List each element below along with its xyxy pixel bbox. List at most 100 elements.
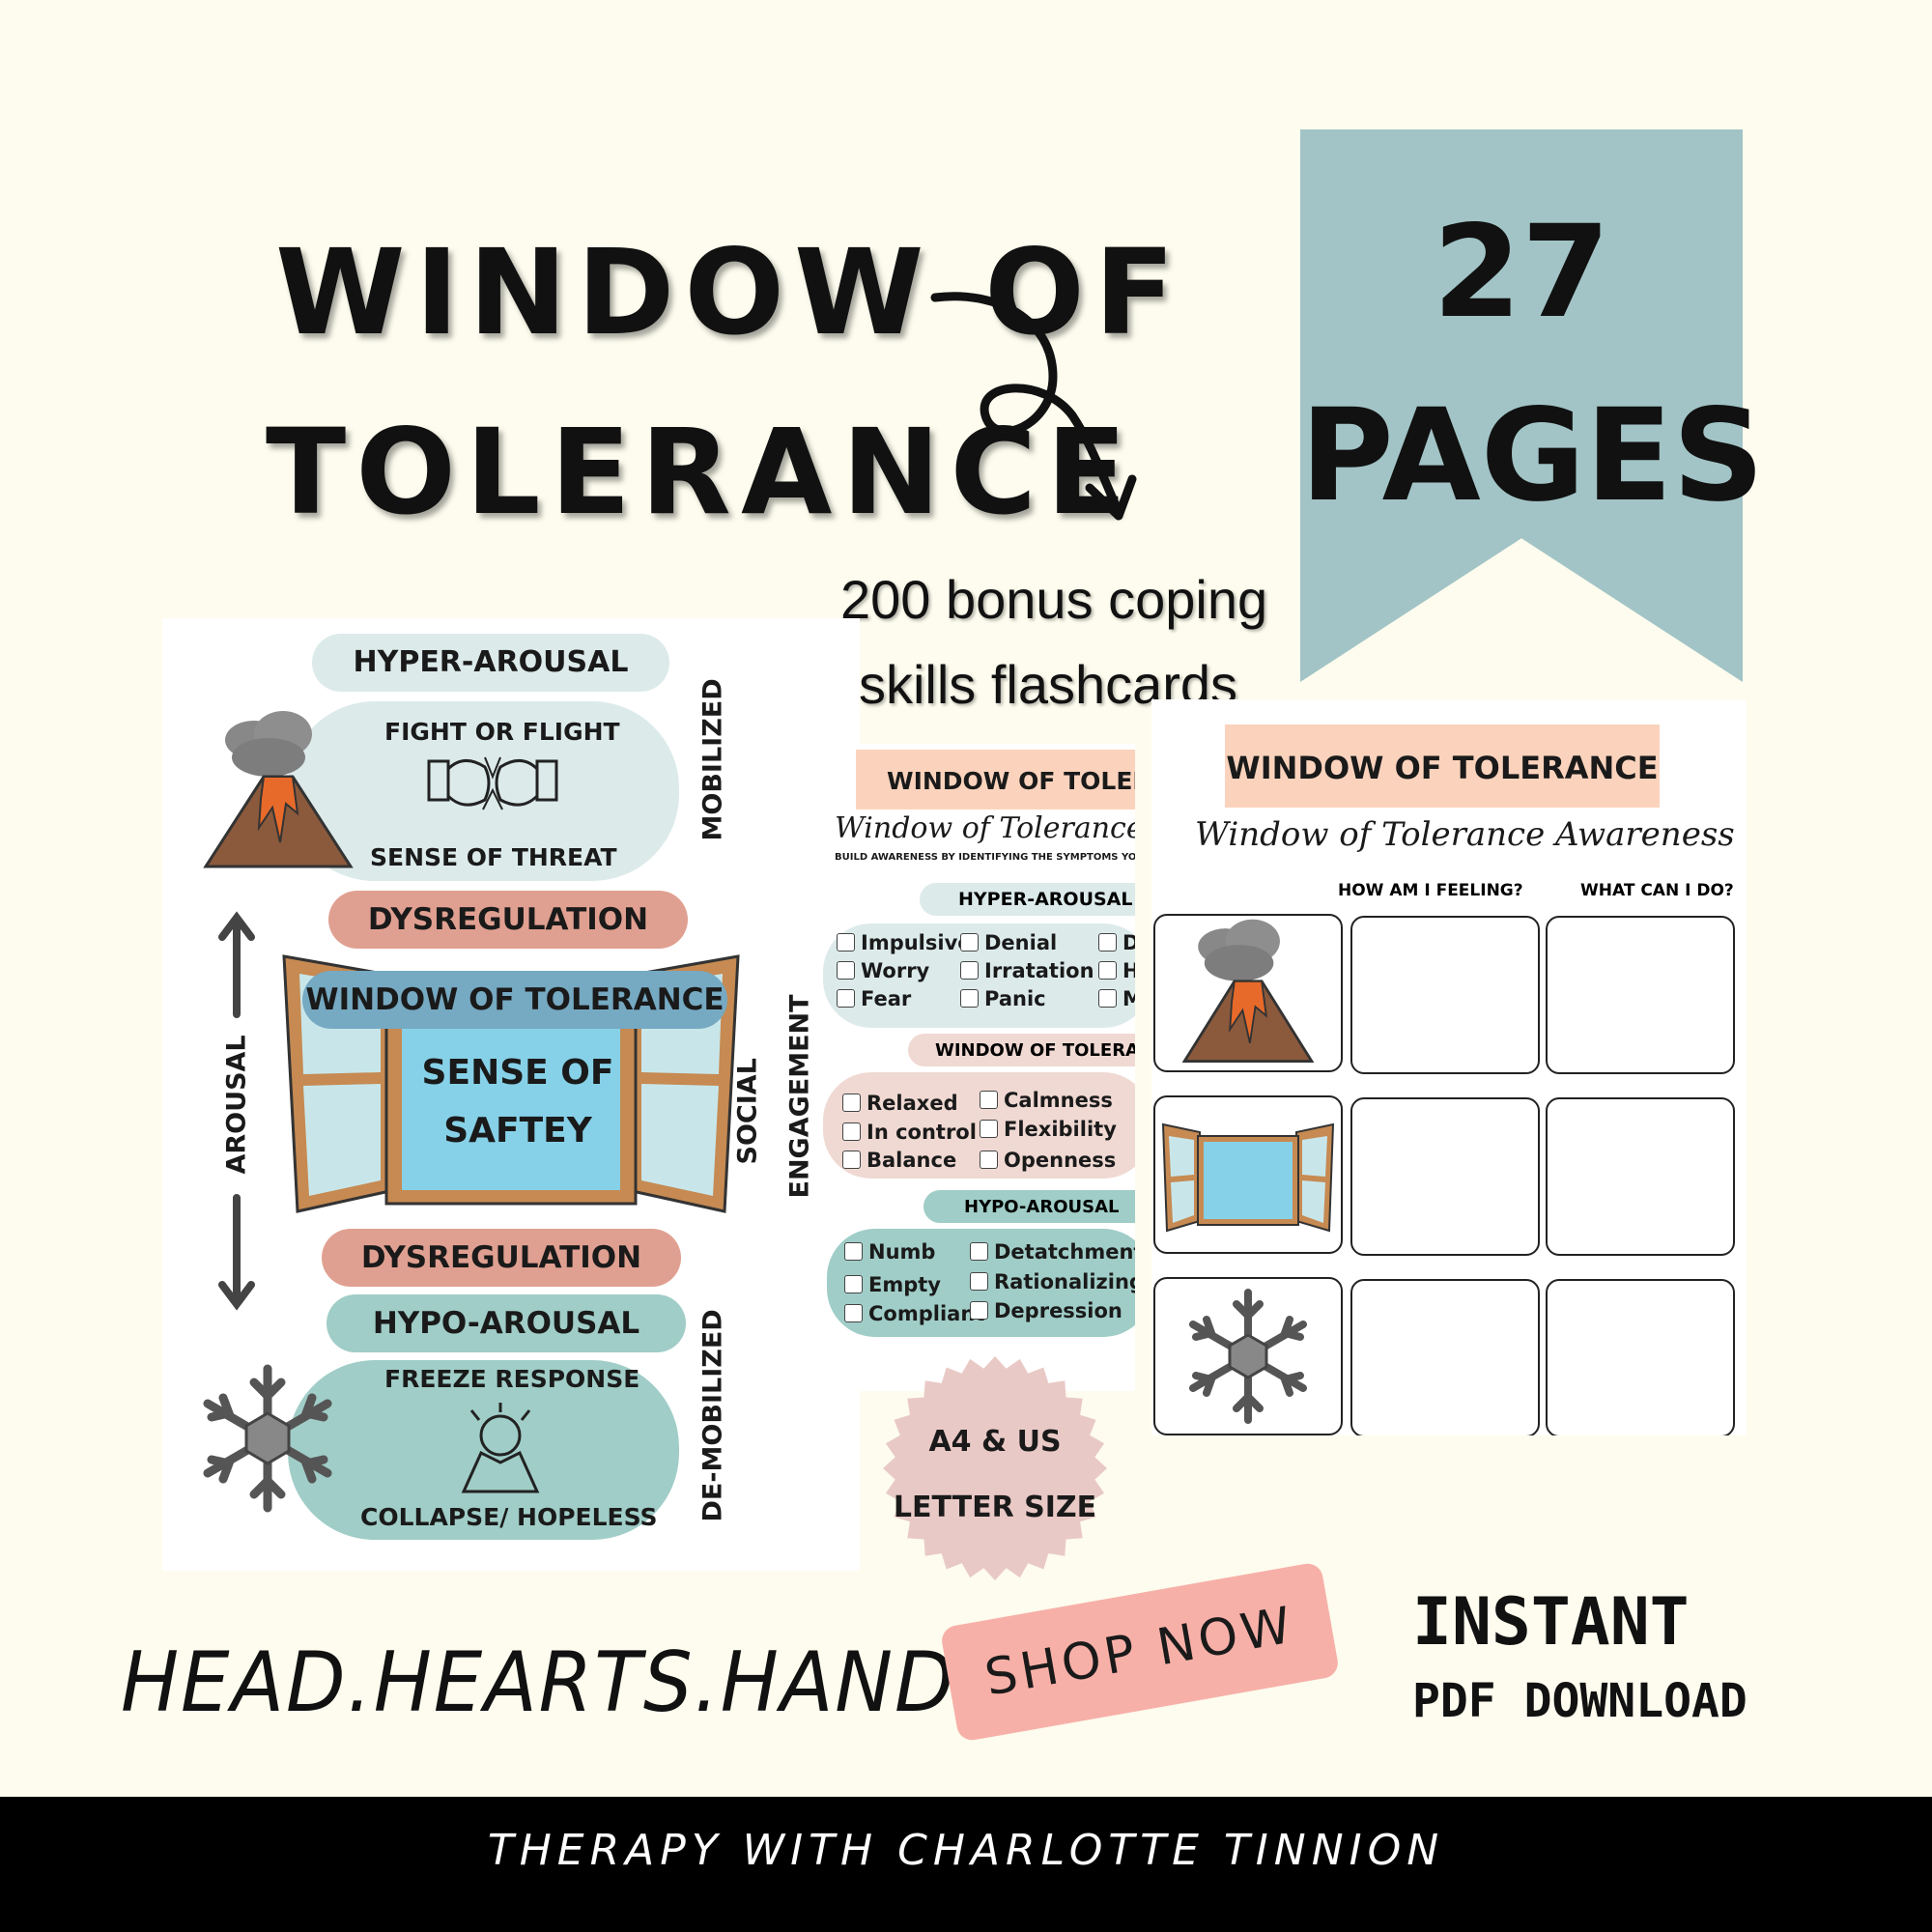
checkbox[interactable] [837, 933, 855, 952]
pages-count: 27 [1433, 198, 1610, 347]
icon-cell-snowflake [1153, 1277, 1343, 1435]
checkbox[interactable] [837, 989, 855, 1008]
title-line-2: TOLERANCE [266, 404, 1137, 541]
badge-line-2: LETTER SIZE [893, 1491, 1097, 1524]
checkbox[interactable] [960, 933, 979, 952]
fight-or-flight-text: FIGHT OR FLIGHT [384, 718, 620, 746]
checkbox[interactable] [844, 1304, 863, 1322]
hypo-arousal-label: HYPO-AROUSAL [327, 1294, 686, 1352]
checklist-hyper-label: HYPER-AROUSAL [958, 889, 1133, 910]
open-window-icon [1161, 1122, 1335, 1233]
checkbox[interactable] [970, 1272, 988, 1291]
volcano-icon [1181, 919, 1315, 1063]
hypo-item-3: Compliant [844, 1302, 984, 1325]
arousal-label: AROUSAL [221, 1035, 252, 1175]
freeze-panel [288, 1360, 679, 1540]
checklist-instructions: BUILD AWARENESS BY IDENTIFYING THE SYMPT… [835, 852, 1135, 863]
window-item-3: Balance [842, 1149, 956, 1172]
dysregulation-bottom-label: DYSREGULATION [322, 1229, 681, 1287]
instant-label: INSTANT [1412, 1584, 1690, 1661]
icon-cell-window [1153, 1095, 1343, 1254]
hyper-item-7: D [1098, 931, 1135, 954]
demobilized-label: DE-MOBILIZED [697, 1309, 728, 1522]
checkbox[interactable] [970, 1242, 988, 1261]
hyper-arousal-label: HYPER-AROUSAL [312, 634, 669, 692]
window-item-2: In control [842, 1121, 977, 1144]
hypo-item-4: Detatchment [970, 1240, 1135, 1264]
sense-of-threat-text: SENSE OF THREAT [370, 843, 617, 871]
dysregulation-top-label: DYSREGULATION [328, 891, 688, 949]
diagram-page: HYPER-AROUSAL FIGHT OR FLIGHT SENSE OF T… [162, 618, 860, 1571]
checklist-header-bar [856, 750, 1135, 810]
arousal-double-arrow-icon [218, 911, 255, 1311]
fists-icon [427, 756, 558, 810]
checkbox[interactable] [837, 961, 855, 980]
curly-arrow-icon [930, 292, 1137, 521]
hyper-item-9: M [1098, 987, 1135, 1010]
hyper-item-5: Irratation [960, 959, 1094, 982]
action-input-hypo[interactable] [1546, 1279, 1735, 1435]
hypo-item-2: Empty [844, 1273, 941, 1296]
window-item-1: Relaxed [842, 1092, 958, 1115]
hyper-panel [823, 923, 1135, 1028]
worksheet-subtitle: Window of Tolerance Awareness worksheets [1195, 815, 1747, 854]
checkbox[interactable] [842, 1122, 861, 1141]
checkbox[interactable] [844, 1242, 863, 1261]
hyper-pill [920, 883, 1135, 916]
collapse-person-icon [461, 1403, 540, 1493]
checkbox[interactable] [842, 1151, 861, 1169]
checkbox[interactable] [980, 1120, 998, 1138]
hypo-item-5: Rationalizing [970, 1270, 1135, 1293]
safety-line-1: SENSE OF [421, 1053, 614, 1093]
feeling-input-hyper[interactable] [1350, 916, 1540, 1074]
fight-flight-panel [288, 701, 679, 881]
checkbox[interactable] [842, 1094, 861, 1112]
checkbox[interactable] [960, 961, 979, 980]
pdf-download-label: PDF DOWNLOAD [1412, 1674, 1747, 1728]
collapse-text: COLLAPSE/ HOPELESS [360, 1503, 658, 1531]
hypo-pill [923, 1190, 1135, 1223]
checkbox[interactable] [970, 1301, 988, 1320]
action-input-window[interactable] [1546, 1097, 1735, 1256]
hypo-item-6: Depression [970, 1299, 1122, 1322]
snowflake-icon [203, 1364, 332, 1513]
feeling-input-hypo[interactable] [1350, 1279, 1540, 1435]
checkbox[interactable] [1098, 989, 1117, 1008]
bonus-line-1: 200 bonus coping [840, 569, 1268, 630]
window-panel [823, 1072, 1135, 1179]
safety-line-2: SAFTEY [443, 1111, 592, 1151]
worksheet-page: WINDOW OF TOLERANCE Window of Tolerance … [1151, 699, 1747, 1435]
hyper-item-1: Impulsive [837, 931, 972, 954]
checkbox[interactable] [844, 1275, 863, 1293]
worksheet-header-bar [1225, 724, 1660, 808]
feeling-column-header: HOW AM I FEELING? [1338, 881, 1523, 900]
worksheet-header: WINDOW OF TOLERANCE [1226, 750, 1659, 786]
window-pill [908, 1034, 1135, 1066]
volcano-icon [203, 711, 354, 868]
hyper-item-8: H [1098, 959, 1135, 982]
checkbox[interactable] [1098, 933, 1117, 952]
hyper-item-4: Denial [960, 931, 1057, 954]
checkbox[interactable] [980, 1151, 998, 1169]
title-line-1: WINDOW OF [275, 224, 1185, 361]
window-item-4: Calmness [980, 1089, 1113, 1112]
hyper-item-2: Worry [837, 959, 929, 982]
shop-now-label: SHOP NOW [980, 1596, 1299, 1708]
checkbox[interactable] [960, 989, 979, 1008]
checkbox[interactable] [1098, 961, 1117, 980]
do-column-header: WHAT CAN I DO? [1580, 881, 1734, 900]
hypo-item-1: Numb [844, 1240, 935, 1264]
action-input-hyper[interactable] [1546, 916, 1735, 1074]
size-badge [883, 1356, 1107, 1580]
footer-bar [0, 1797, 1932, 1932]
shop-now-button[interactable]: SHOP NOW [939, 1561, 1341, 1743]
open-window-icon [282, 954, 740, 1213]
checkbox[interactable] [980, 1091, 998, 1109]
feeling-input-window[interactable] [1350, 1097, 1540, 1256]
checklist-hypo-label: HYPO-AROUSAL [964, 1197, 1120, 1217]
checklist-window-label: WINDOW OF TOLERANCE [935, 1040, 1135, 1061]
icon-cell-volcano [1153, 914, 1343, 1072]
hyper-item-3: Fear [837, 987, 911, 1010]
window-item-5: Flexibility [980, 1118, 1117, 1141]
footer-credit: THERAPY WITH CHARLOTTE TINNION [487, 1826, 1445, 1875]
